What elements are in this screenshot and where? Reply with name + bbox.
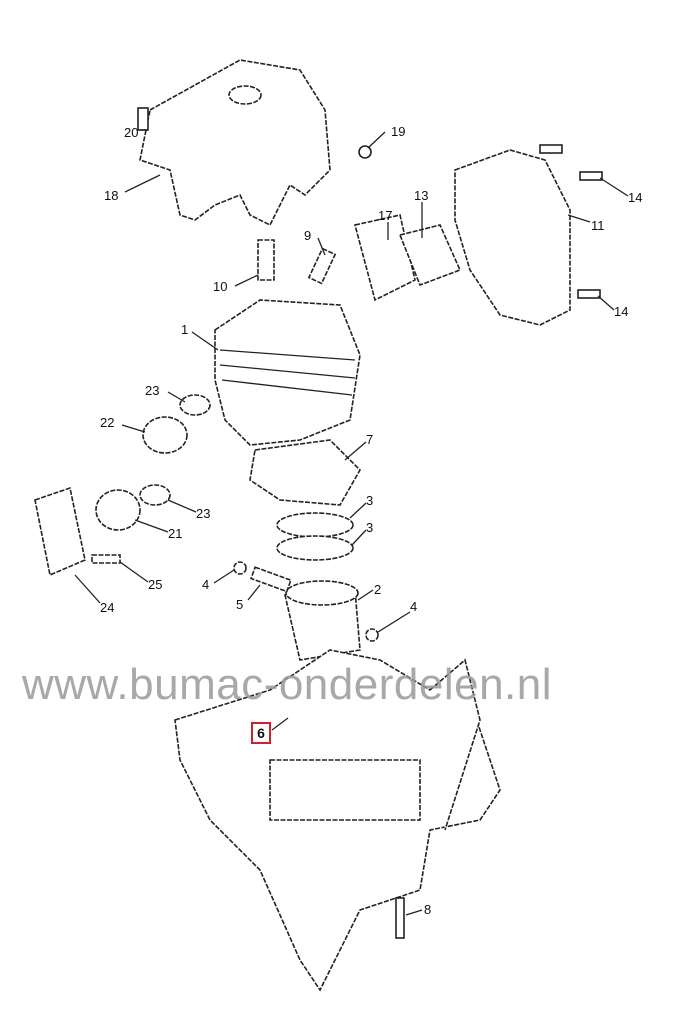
bolt-14b: [579, 171, 603, 181]
label-4a: 4: [202, 577, 209, 592]
label-20: 20: [124, 125, 138, 140]
screw-20: [137, 107, 149, 131]
circlip-a: [233, 561, 247, 575]
spark-plug: [257, 239, 275, 281]
circlip-b: [365, 628, 379, 642]
screw-19: [358, 145, 372, 159]
label-1: 1: [181, 322, 188, 337]
intake-22: [142, 416, 188, 454]
label-7: 7: [366, 432, 373, 447]
label-24: 24: [100, 600, 114, 615]
watermark: www.bumac-onderdelen.nl: [22, 660, 553, 709]
highlighted-label-6: 6: [251, 722, 271, 744]
label-2: 2: [374, 582, 381, 597]
clamp-23b: [139, 484, 171, 506]
piston-pin: [250, 566, 292, 593]
cylinder: [214, 299, 361, 446]
bolt-14c: [577, 289, 601, 299]
label-11: 11: [591, 218, 605, 233]
piston-ring-a: [276, 512, 354, 538]
plate-17: [354, 214, 416, 302]
label-14b: 14: [614, 304, 628, 319]
bolt-8: [395, 897, 405, 939]
part-25: [91, 554, 121, 564]
label-17: 17: [378, 208, 392, 223]
bolt-14a: [539, 144, 563, 154]
intake-21: [95, 489, 141, 531]
label-4b: 4: [410, 599, 417, 614]
clamp-23a: [179, 394, 211, 416]
muffler: [454, 149, 571, 326]
gasket-13: [398, 224, 462, 287]
label-23b: 23: [196, 506, 210, 521]
crankcase-opening: [269, 759, 421, 821]
label-22: 22: [100, 415, 114, 430]
label-14a: 14: [628, 190, 642, 205]
label-25: 25: [148, 577, 162, 592]
label-21: 21: [168, 526, 182, 541]
gasket-7: [249, 439, 361, 506]
label-8: 8: [424, 902, 431, 917]
cover-cap: [228, 85, 262, 105]
label-3b: 3: [366, 520, 373, 535]
top-cover: [139, 59, 331, 227]
label-19: 19: [391, 124, 405, 139]
label-9: 9: [304, 228, 311, 243]
piston-ring-b: [276, 535, 354, 561]
label-3a: 3: [366, 493, 373, 508]
connecting-arm: [429, 658, 481, 831]
label-23a: 23: [145, 383, 159, 398]
label-10: 10: [213, 279, 227, 294]
decompression-valve: [307, 247, 337, 285]
piston-top: [285, 580, 359, 606]
flange-24: [34, 486, 86, 577]
label-5: 5: [236, 597, 243, 612]
label-13: 13: [414, 188, 428, 203]
label-18: 18: [104, 188, 118, 203]
